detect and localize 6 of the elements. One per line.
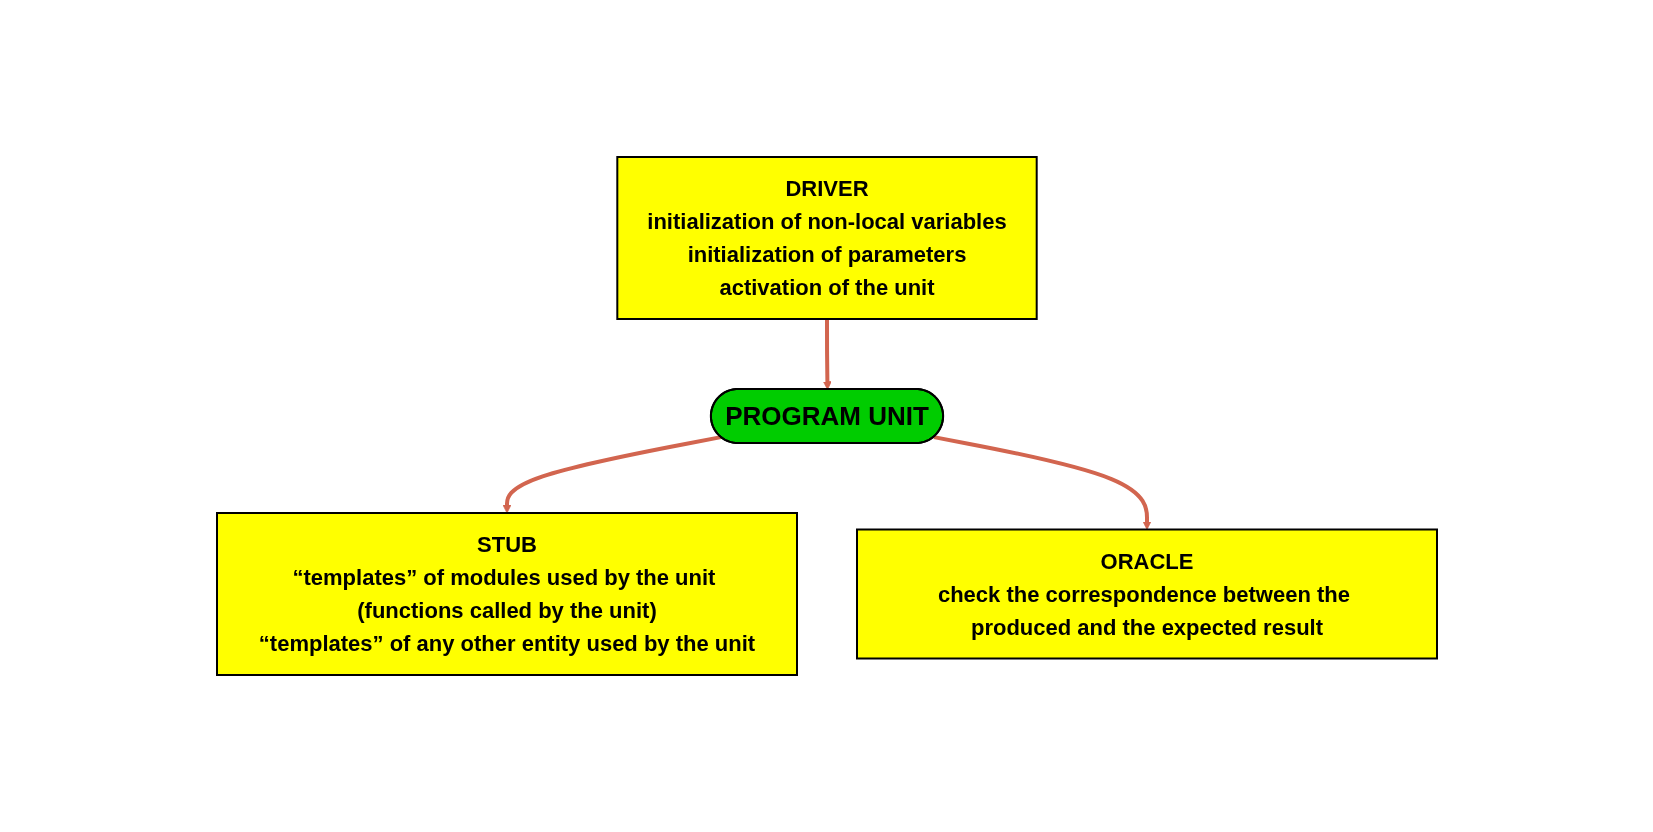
node-box: STUB “templates” of modules used by the unit (functions called by the unit) “templates” of any other entity used by the unit bbox=[215, 512, 798, 676]
node-box: DRIVER initialization of non-local variables initialization of parameters activation of the unit bbox=[615, 156, 1038, 320]
arrow bbox=[502, 435, 721, 514]
arrow bbox=[822, 319, 832, 390]
arrow bbox=[933, 435, 1151, 530]
node-box: ORACLE check the correspondence between the produced and the expected result bbox=[855, 528, 1438, 660]
